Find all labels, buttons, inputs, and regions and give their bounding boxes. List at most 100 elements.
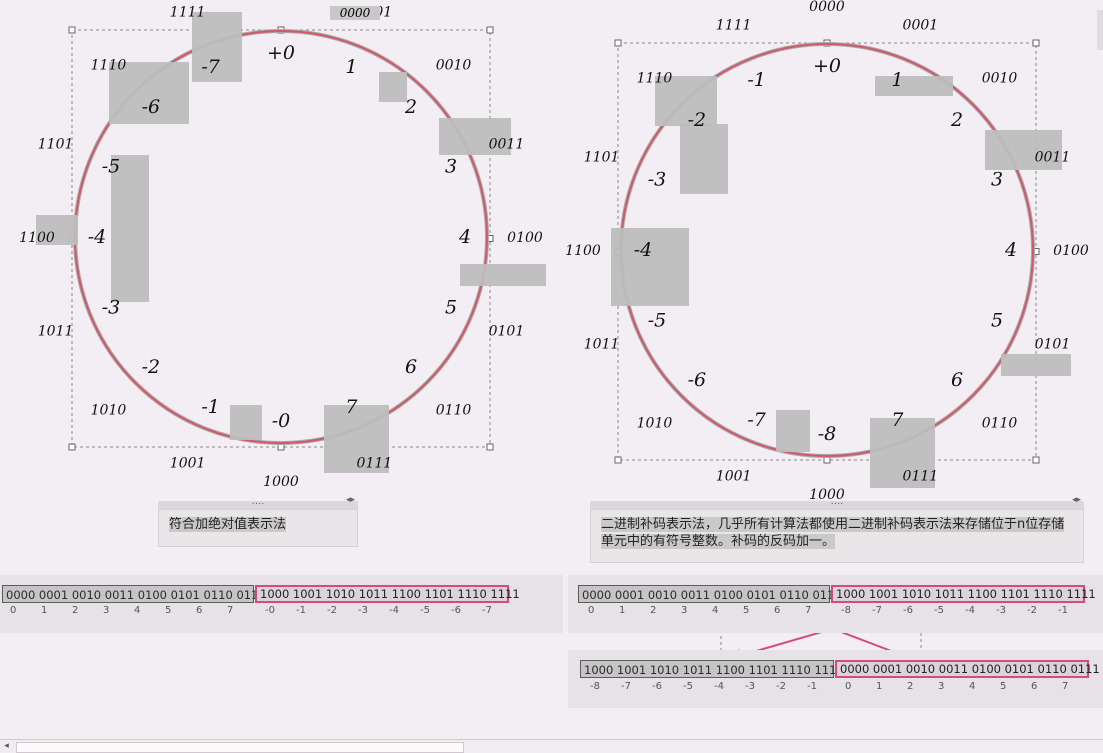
- left-ring-number-label: 5: [445, 296, 457, 318]
- tick-label: -1: [1058, 605, 1068, 616]
- highlight-block: [870, 418, 935, 488]
- right-ring-code-label: 0100: [1053, 243, 1089, 259]
- tick-label: -0: [265, 605, 275, 616]
- left-ring-number-label: 7: [345, 396, 358, 418]
- tick-label: 2: [907, 681, 914, 692]
- tick-label: 1: [619, 605, 626, 616]
- left-ring-code-label: 0010: [436, 57, 472, 73]
- tick-label: -6: [652, 681, 662, 692]
- negative-binary-box[interactable]: 1000 1001 1010 1011 1100 1101 1110 1111: [255, 585, 520, 603]
- resize-handle[interactable]: [614, 456, 622, 464]
- right-ring-code-label: 0011: [1035, 150, 1071, 166]
- positive-binary-box-swapped[interactable]: 0000 0001 0010 0011 0100 0101 0110 0111: [835, 660, 1100, 678]
- right-ring-code-label: 0111: [903, 468, 939, 484]
- right-ring-number-label: 3: [991, 169, 1003, 191]
- tick-label: 4: [134, 605, 141, 616]
- right-ring-number-label: -1: [747, 69, 766, 91]
- left-ring-number-label: 6: [405, 356, 417, 378]
- left-ring-number-label: -6: [142, 96, 161, 118]
- highlight-block: [192, 12, 242, 82]
- scrollbar-thumb[interactable]: [16, 742, 464, 753]
- right-ring-number-label: 2: [950, 109, 963, 131]
- tick-row-negative-swapped: -8-7-6-5-4-3-2-1: [580, 681, 835, 695]
- tick-label: -6: [903, 605, 913, 616]
- negative-binary-box-swapped[interactable]: 1000 1001 1010 1011 1100 1101 1110 1111: [580, 660, 844, 678]
- left-caption-text: 符合加绝对值表示法: [169, 517, 287, 532]
- left-ring-number-label: 4: [458, 226, 471, 248]
- resize-handle[interactable]: [486, 26, 494, 34]
- right-ring-code-label: 1010: [637, 416, 673, 432]
- right-ring-number-label: +0: [813, 55, 841, 77]
- tick-label: -7: [482, 605, 492, 616]
- left-ring-code-label: 1010: [91, 403, 127, 419]
- tick-label: 3: [681, 605, 688, 616]
- right-ring-code-label: 1011: [584, 336, 620, 352]
- highlight-block: [109, 62, 189, 124]
- right-ring-number-label: 4: [1004, 239, 1017, 261]
- right-ring-number-label: -3: [648, 169, 667, 191]
- resize-handle[interactable]: [1032, 456, 1040, 464]
- right-ring-number-label: 1: [891, 69, 903, 91]
- tick-label: -6: [451, 605, 461, 616]
- resize-handle[interactable]: [1032, 39, 1040, 47]
- right-caption[interactable]: 二进制补码表示法，几乎所有计算法都使用二进制补码表示法来存储位于n位存储单元中的…: [590, 509, 1084, 563]
- scroll-left-arrow-icon[interactable]: ◂: [4, 741, 9, 751]
- tick-label: -2: [327, 605, 337, 616]
- right-ring-code-label: 1111: [716, 18, 752, 34]
- tick-label: -4: [714, 681, 724, 692]
- highlight-block: [111, 155, 149, 302]
- vertical-scrollbar[interactable]: [1097, 10, 1103, 50]
- tick-label: 7: [805, 605, 812, 616]
- tick-label: -8: [841, 605, 851, 616]
- left-ring-code-label: 0011: [489, 137, 525, 153]
- left-ring-number-label: -5: [102, 156, 121, 178]
- right-ring-code-label: 1110: [637, 70, 673, 86]
- highlight-block: [379, 72, 407, 102]
- tick-label: -7: [872, 605, 882, 616]
- tick-label: -2: [1027, 605, 1037, 616]
- horizontal-scrollbar[interactable]: ◂: [0, 739, 1103, 753]
- tick-label: -3: [745, 681, 755, 692]
- left-ring-number-label: -0: [272, 410, 291, 432]
- tick-label: 4: [969, 681, 976, 692]
- tick-label: 0: [845, 681, 852, 692]
- positive-binary-box[interactable]: 0000 0001 0010 0011 0100 0101 0110 0111: [578, 585, 842, 603]
- tick-label: 1: [876, 681, 883, 692]
- highlight-block: [324, 405, 389, 473]
- resize-handle[interactable]: [68, 443, 76, 451]
- right-binary-strip: [568, 575, 1103, 633]
- tick-label: 2: [650, 605, 657, 616]
- right-ring-code-label: 1000: [809, 487, 845, 503]
- caption-handle[interactable]: ....◂▸: [158, 495, 358, 509]
- right-ring-code-label: 0010: [982, 70, 1018, 86]
- tick-label: 1: [41, 605, 48, 616]
- right-ring-number-label: 7: [891, 409, 904, 431]
- tick-label: -1: [296, 605, 306, 616]
- highlight-block: [460, 264, 546, 286]
- tick-label: -4: [389, 605, 399, 616]
- left-ring-code-label: 1001: [170, 455, 206, 471]
- right-ring-code-label: 0001: [903, 18, 939, 34]
- left-ring-number-label: -1: [201, 396, 220, 418]
- positive-binary-box[interactable]: 0000 0001 0010 0011 0100 0101 0110 0111: [2, 585, 266, 603]
- left-ring-number-label: -3: [102, 296, 121, 318]
- left-caption[interactable]: 符合加绝对值表示法: [158, 509, 358, 547]
- tick-label: 5: [743, 605, 750, 616]
- right-ring-number-label: 6: [951, 369, 963, 391]
- left-ring-number-label: -7: [201, 56, 220, 78]
- resize-handle[interactable]: [614, 39, 622, 47]
- tick-label: -3: [996, 605, 1006, 616]
- right-ring-code-label: 0000: [809, 0, 845, 15]
- tick-label: -3: [358, 605, 368, 616]
- left-ring-number-label: 3: [445, 156, 457, 178]
- negative-binary-box[interactable]: 1000 1001 1010 1011 1100 1101 1110 1111: [831, 585, 1096, 603]
- left-ring-code-label: 0111: [357, 455, 393, 471]
- caption-handle[interactable]: ....◂▸: [590, 495, 1084, 509]
- resize-handle[interactable]: [486, 443, 494, 451]
- tick-label: 0: [588, 605, 595, 616]
- bottom-binary-strip: [568, 650, 1103, 708]
- resize-handle[interactable]: [68, 26, 76, 34]
- right-ring-number-label: -8: [818, 423, 837, 445]
